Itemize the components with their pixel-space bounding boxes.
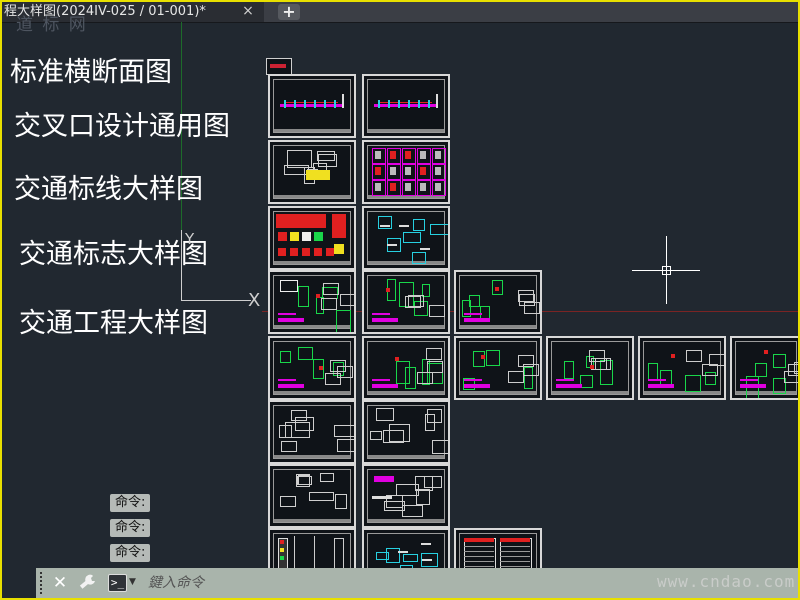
label-standard-cross-section: 标准横断面图 [10, 57, 172, 88]
watermark-bottom: www.cndao.com [657, 572, 796, 591]
drawing-sheet[interactable] [362, 400, 450, 464]
wrench-icon[interactable] [76, 572, 100, 594]
drawing-sheet[interactable] [268, 206, 356, 270]
drawing-sheet[interactable] [268, 336, 356, 400]
drawing-sheet[interactable] [454, 270, 542, 334]
drawing-sheet[interactable] [268, 464, 356, 528]
label-intersection-general: 交叉口设计通用图 [14, 111, 230, 142]
document-tab-title: 程大样图(2024IV-025 / 01-001)* [4, 4, 206, 19]
drawing-sheet[interactable] [362, 74, 450, 138]
drawing-sheet[interactable] [268, 140, 356, 204]
drawing-sheet[interactable] [362, 336, 450, 400]
document-tab-bar: 程大样图(2024IV-025 / 01-001)* × + [2, 2, 798, 23]
drawing-sheet[interactable] [268, 74, 356, 138]
drawing-sheet[interactable] [362, 464, 450, 528]
command-history-line: 命令: [110, 494, 151, 512]
label-traffic-marking-detail: 交通标线大样图 [14, 174, 203, 205]
drawing-sheet[interactable] [362, 206, 450, 270]
command-history-line: 命令: [110, 519, 151, 537]
close-icon[interactable]: ✕ [52, 573, 68, 593]
ucs-x-arm [181, 300, 251, 301]
drawing-sheet[interactable] [362, 270, 450, 334]
new-tab-button[interactable]: + [278, 4, 300, 20]
label-traffic-sign-detail: 交通标志大样图 [19, 239, 208, 270]
ucs-y-arm [181, 230, 182, 300]
command-history-line: 命令: [110, 544, 151, 562]
drawing-sheet[interactable] [546, 336, 634, 400]
command-line-grip[interactable] [40, 572, 48, 594]
command-input[interactable] [148, 572, 748, 594]
ucs-y-label: Y [185, 230, 195, 248]
drawing-sheet[interactable] [454, 336, 542, 400]
drawing-sheet[interactable] [362, 140, 450, 204]
document-tab[interactable]: 程大样图(2024IV-025 / 01-001)* × [2, 2, 264, 22]
watermark-top: 道 标 网 [16, 15, 88, 35]
tab-close-icon[interactable]: × [242, 3, 254, 19]
label-traffic-engineering-detail: 交通工程大样图 [19, 308, 208, 339]
drawing-sheet[interactable] [638, 336, 726, 400]
drawing-sheet[interactable] [268, 270, 356, 334]
drawing-sheet[interactable] [268, 400, 356, 464]
chevron-down-icon[interactable]: ▼ [129, 577, 136, 587]
ucs-x-label: X [248, 290, 261, 311]
drawing-thumbnail-small[interactable] [266, 58, 292, 75]
command-prompt-icon[interactable]: >_ [108, 574, 127, 592]
drawing-sheet[interactable] [730, 336, 798, 400]
ucs-y-axis-line [181, 22, 182, 252]
